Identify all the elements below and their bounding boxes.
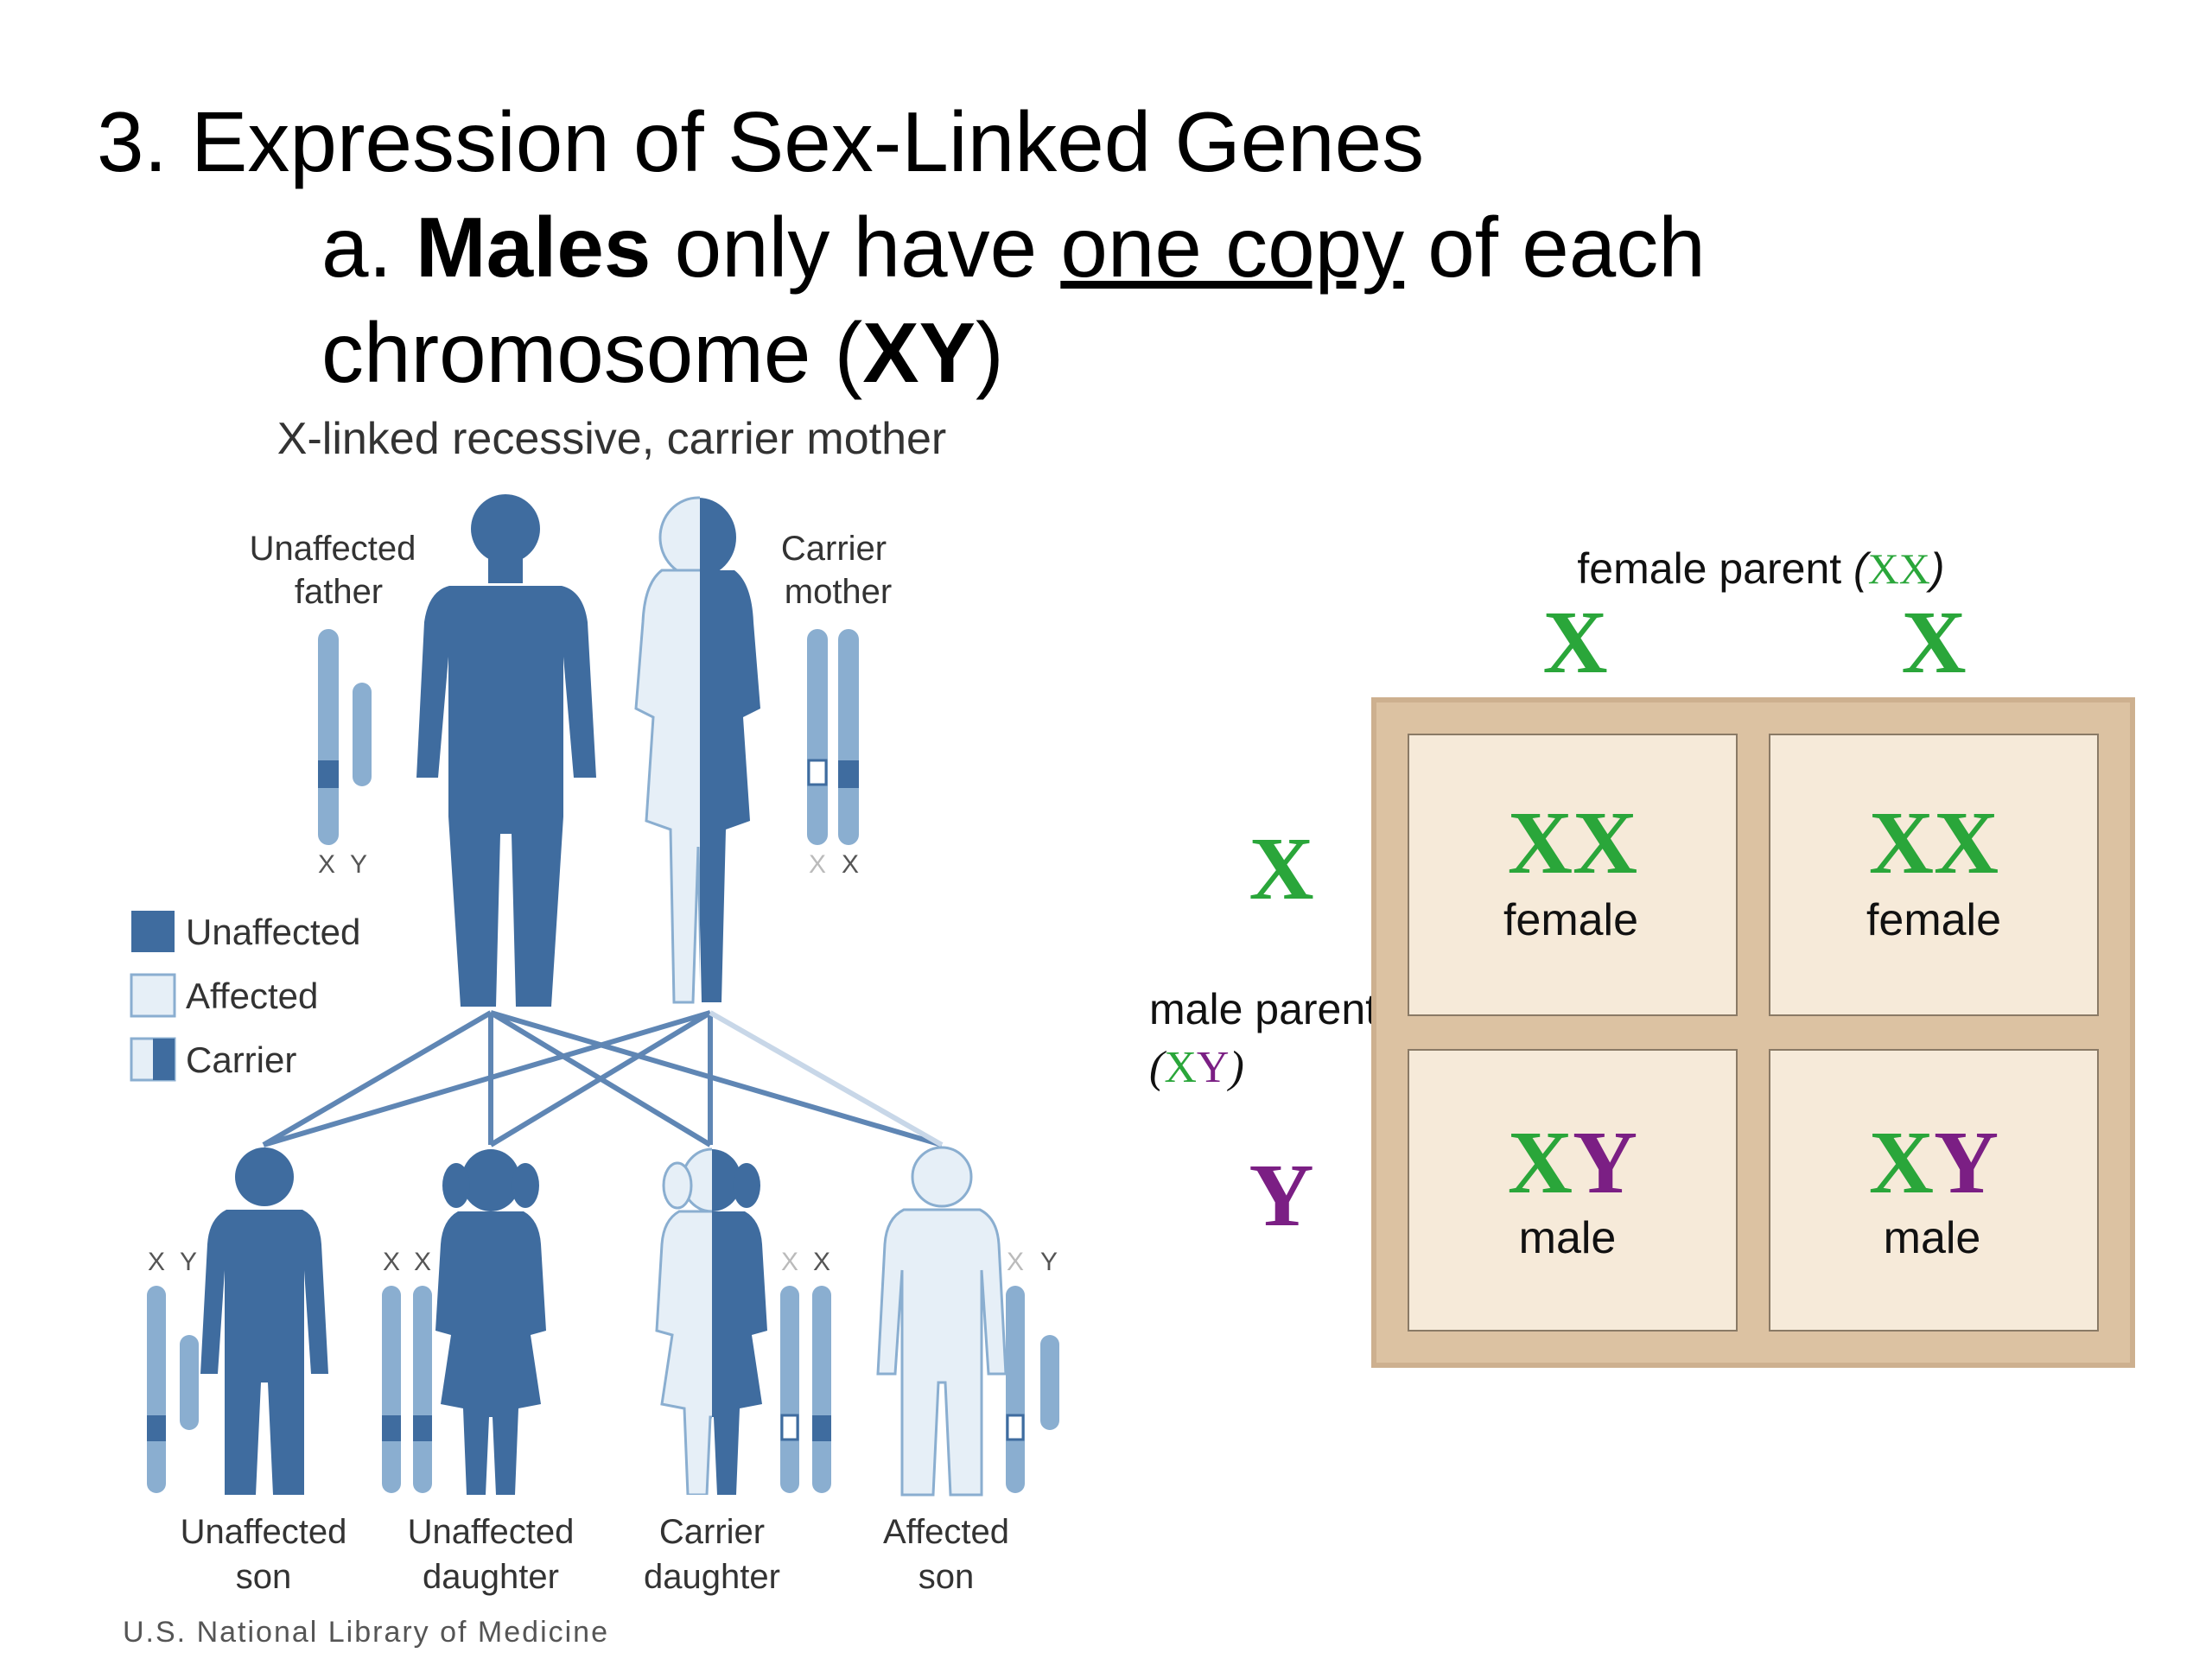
bullet-line-1: a. Males only have one copy of each: [321, 194, 1706, 300]
father-figure: [416, 494, 596, 1007]
father-chromosomes: [318, 629, 372, 845]
top-allele-2: X: [1901, 593, 1966, 692]
child1-chromosomes: [147, 1286, 199, 1493]
female-parent-label: female parent (XX): [1577, 544, 1944, 593]
pedigree-legend: Unaffected Affected Carrier: [130, 911, 360, 1082]
svg-text:XX: XX: [1508, 793, 1637, 893]
bullet-bold-xy: XY: [862, 305, 976, 400]
legend-affected-label: Affected: [186, 976, 318, 1016]
pedigree-illustration: X-linked recessive, carrier mother Unaff…: [123, 414, 1059, 1649]
punnett-cell-2: XX female: [1769, 734, 2099, 1016]
child3-chrom-x2: X: [813, 1248, 830, 1276]
male-parent-paren-close: ): [1226, 1043, 1243, 1092]
child-affected-son: [876, 1146, 1007, 1497]
mother-label-line1: Carrier: [781, 530, 887, 568]
cell-4-sex: male: [1884, 1213, 1981, 1263]
punnett-square: female parent (XX) X X X Y male parent (…: [1149, 544, 2135, 1368]
pedigree-credit: U.S. National Library of Medicine: [123, 1616, 609, 1649]
bullet-line2-suffix: ): [976, 305, 1004, 400]
bullet-mid: only have: [651, 200, 1061, 295]
child3-chrom-x1: X: [781, 1248, 798, 1276]
side-allele-2: Y: [1249, 1146, 1313, 1245]
child1-label-line2: son: [236, 1558, 292, 1596]
child4-label-line2: son: [918, 1558, 975, 1596]
male-parent-genotype-x: X: [1164, 1043, 1197, 1092]
child1-label-line1: Unaffected: [181, 1513, 347, 1551]
child4-chrom-x: X: [1007, 1248, 1024, 1276]
child3-label-line1: Carrier: [659, 1513, 765, 1551]
female-parent-paren-close: ): [1926, 544, 1945, 593]
legend-swatch-unaffected: [131, 911, 175, 952]
father-label-line1: Unaffected: [250, 530, 416, 568]
svg-text:XX: XX: [1869, 793, 1999, 893]
child2-chromosomes: [382, 1286, 432, 1493]
cell-3-allele-1: X: [1508, 1113, 1573, 1212]
cell-3-sex: male: [1519, 1213, 1617, 1263]
child-carrier-daughter: [655, 1147, 767, 1495]
punnett-cell-3: XY male: [1408, 1049, 1738, 1332]
child-unaffected-son: [200, 1147, 328, 1495]
child2-chrom-x2: X: [414, 1248, 431, 1276]
father-chrom-x: X: [318, 850, 335, 879]
cell-3-allele-2: Y: [1573, 1113, 1637, 1212]
child2-chrom-x1: X: [383, 1248, 400, 1276]
mother-chrom-x2: X: [842, 850, 859, 879]
bullet-prefix: a.: [321, 200, 416, 295]
punnett-cell-4: XY male: [1769, 1049, 2099, 1332]
child4-chromosomes: [1006, 1286, 1059, 1493]
child4-label-line1: Affected: [883, 1513, 1009, 1551]
child2-label-line1: Unaffected: [408, 1513, 575, 1551]
child1-chrom-y: Y: [180, 1248, 197, 1276]
mother-figure: [634, 496, 760, 1004]
male-parent-paren-open: (: [1149, 1043, 1166, 1092]
child4-chrom-y: Y: [1040, 1248, 1058, 1276]
female-parent-paren-open: (: [1853, 544, 1872, 593]
slide-title: 3. Expression of Sex-Linked Genes: [97, 94, 1425, 189]
child2-label-line2: daughter: [423, 1558, 559, 1596]
cell-1-allele-2: X: [1573, 793, 1637, 893]
cell-2-allele-2: X: [1934, 793, 1999, 893]
legend-unaffected-label: Unaffected: [186, 912, 360, 952]
bullet-bold-males: Males: [415, 200, 652, 295]
mother-chrom-x1: X: [809, 850, 826, 879]
bullet-underlined: one copy: [1060, 200, 1405, 295]
legend-carrier-label: Carrier: [186, 1039, 296, 1080]
father-label-line2: father: [295, 573, 383, 611]
side-allele-1: X: [1249, 819, 1313, 918]
child1-chrom-x: X: [148, 1248, 165, 1276]
punnett-cell-1: XX female: [1408, 734, 1738, 1016]
cell-1-sex: female: [1503, 895, 1638, 945]
child3-label-line2: daughter: [644, 1558, 780, 1596]
bullet-line2-prefix: chromosome (: [321, 305, 863, 400]
bullet-point: a. Males only have one copy of each chro…: [321, 194, 1706, 405]
mother-chromosomes: [807, 629, 859, 845]
female-parent-genotype: XX: [1868, 544, 1930, 593]
male-parent-label: male parent: [1149, 985, 1377, 1033]
child-unaffected-daughter: [435, 1149, 546, 1495]
bullet-line-2: chromosome (XY): [321, 300, 1706, 405]
top-allele-1: X: [1542, 593, 1607, 692]
svg-text:XY: XY: [1869, 1113, 1999, 1212]
cell-2-allele-1: X: [1869, 793, 1934, 893]
father-chrom-y: Y: [350, 850, 367, 879]
cell-2-sex: female: [1866, 895, 2001, 945]
child3-chromosomes: [780, 1286, 831, 1493]
mother-label-line2: mother: [785, 573, 893, 611]
cell-4-allele-1: X: [1869, 1113, 1934, 1212]
female-parent-text: female parent: [1577, 544, 1853, 593]
pedigree-title: X-linked recessive, carrier mother: [277, 414, 946, 464]
cell-1-allele-1: X: [1508, 793, 1573, 893]
inheritance-lines: [262, 1010, 944, 1147]
male-parent-genotype-y: Y: [1197, 1043, 1230, 1092]
bullet-after: of each: [1404, 200, 1706, 295]
male-parent-genotype-line: (XY): [1149, 1043, 1244, 1092]
cell-4-allele-2: Y: [1934, 1113, 1999, 1212]
svg-text:XY: XY: [1508, 1113, 1637, 1212]
legend-swatch-affected: [130, 973, 176, 1018]
